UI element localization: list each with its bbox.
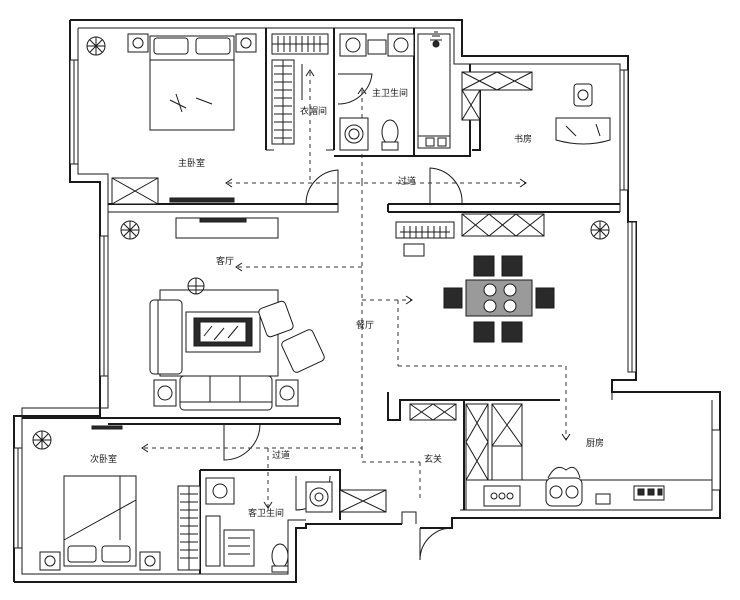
kitchen-furniture bbox=[409, 403, 713, 511]
master-bath-fixtures bbox=[339, 31, 451, 151]
kitchen-sink bbox=[545, 477, 583, 507]
side-table bbox=[153, 379, 177, 407]
nightstand bbox=[39, 551, 61, 571]
shower-head-icon bbox=[430, 31, 442, 48]
pillow bbox=[101, 545, 131, 563]
label-living-room: 客厅 bbox=[216, 255, 234, 267]
label-dining: 餐厅 bbox=[356, 319, 374, 331]
guest-bath-fixtures bbox=[205, 477, 333, 573]
circulation-paths bbox=[141, 69, 571, 509]
door-study bbox=[429, 167, 463, 205]
stove bbox=[483, 485, 521, 507]
study-furniture bbox=[461, 71, 611, 145]
shower-tray bbox=[223, 529, 255, 567]
plant-icon bbox=[32, 430, 52, 450]
wall-left-inner bbox=[21, 212, 306, 575]
tv-unit bbox=[169, 197, 235, 203]
label-wardrobe: 衣帽间 bbox=[300, 105, 327, 117]
plant-icon bbox=[86, 36, 106, 56]
sofa-main bbox=[179, 375, 273, 411]
cabinet bbox=[409, 403, 457, 421]
door-entrance bbox=[419, 527, 453, 561]
armchair bbox=[258, 300, 294, 338]
door-master bbox=[305, 169, 339, 205]
plant-icon bbox=[187, 277, 205, 295]
bookshelf bbox=[461, 71, 533, 91]
plant-icon bbox=[590, 220, 610, 240]
wall-top-left-inner bbox=[77, 28, 109, 212]
toilet bbox=[271, 543, 289, 569]
label-master-bath: 主卫生间 bbox=[372, 87, 408, 99]
outer-walls bbox=[13, 19, 721, 583]
label-study: 书房 bbox=[514, 133, 532, 145]
label-guest-bath: 客卫生间 bbox=[248, 507, 284, 519]
nightstand bbox=[235, 33, 257, 53]
wardrobe-furniture bbox=[271, 33, 329, 145]
label-corridor: 过道 bbox=[398, 175, 416, 187]
label-second-bedroom: 次卧室 bbox=[90, 453, 117, 465]
nightstand bbox=[127, 33, 149, 53]
room-labels: 主卧室 衣帽间 主卫生间 书房 过道 客厅 餐厅 次卧室 过道 客卫生间 玄关 … bbox=[90, 87, 604, 519]
dining-table bbox=[465, 279, 533, 317]
shower bbox=[417, 33, 451, 149]
pillow bbox=[67, 545, 97, 563]
plant-icon bbox=[120, 220, 140, 240]
entrance-furniture bbox=[339, 489, 387, 513]
wall-bottom bbox=[14, 523, 402, 583]
pillow bbox=[195, 37, 231, 55]
piano bbox=[395, 221, 455, 239]
desk bbox=[555, 117, 611, 145]
nightstand bbox=[139, 551, 161, 571]
label-master-bedroom: 主卧室 bbox=[178, 157, 205, 169]
side-table bbox=[275, 379, 299, 407]
label-corridor-2: 过道 bbox=[272, 449, 290, 461]
door-master-bath bbox=[337, 73, 373, 105]
doors bbox=[223, 64, 463, 561]
office-chair bbox=[573, 83, 593, 107]
door-second bbox=[223, 423, 261, 461]
toilet bbox=[381, 119, 399, 145]
sink bbox=[339, 33, 367, 57]
tv bbox=[199, 217, 247, 223]
washing-machine bbox=[339, 117, 369, 151]
window-kitchen bbox=[711, 429, 721, 491]
label-kitchen: 厨房 bbox=[586, 437, 604, 449]
sink bbox=[387, 33, 415, 57]
tall-cabinet bbox=[465, 403, 489, 481]
sofa-left bbox=[149, 299, 183, 375]
dining-chairs bbox=[443, 255, 555, 343]
sink bbox=[205, 477, 235, 505]
living-room-furniture bbox=[120, 217, 325, 411]
armchair bbox=[281, 329, 325, 373]
pillow bbox=[153, 37, 189, 55]
master-bedroom-furniture bbox=[86, 33, 257, 205]
label-entrance: 玄关 bbox=[424, 453, 442, 465]
second-bedroom-furniture bbox=[32, 425, 201, 571]
dining-furniture bbox=[395, 213, 610, 343]
